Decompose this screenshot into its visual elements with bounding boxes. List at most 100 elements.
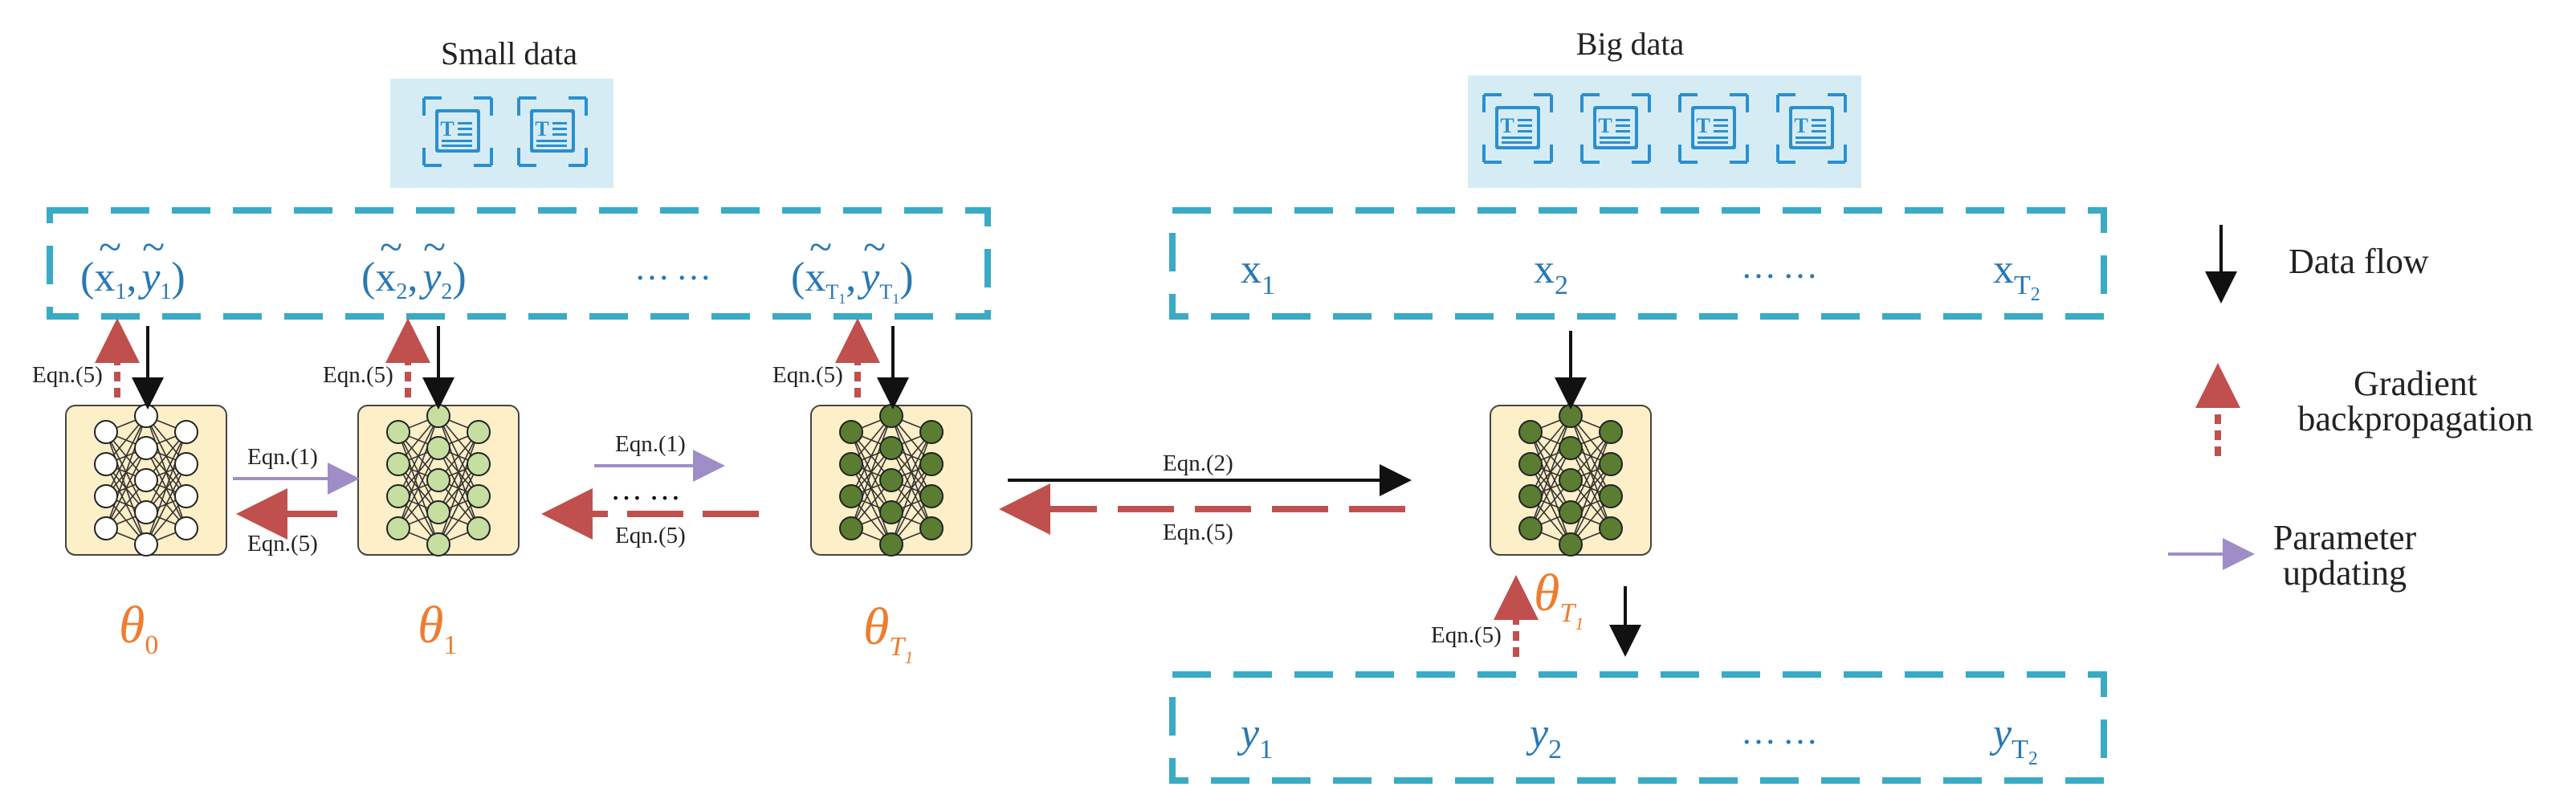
eqn-label: Eqn.(1): [615, 431, 686, 457]
big-data-input: x2: [1534, 247, 1568, 300]
eqn-label: Eqn.(5): [247, 531, 318, 556]
big-data-input-box: [1169, 207, 2107, 320]
small-data-pair: (x2,y2) ~ ~: [361, 225, 467, 304]
network-connection: [891, 463, 932, 545]
svg-text:~: ~: [809, 225, 832, 271]
network-connection: [145, 431, 187, 545]
svg-text:~: ~: [99, 225, 121, 271]
big-data-input: x1: [1241, 247, 1275, 300]
network-connection: [850, 415, 892, 529]
neuron: [1599, 484, 1623, 508]
big-data-input: xT2: [1993, 247, 2040, 305]
svg-text:(xT1,yT1): (xT1,yT1): [791, 255, 914, 307]
neuron: [134, 468, 158, 492]
network-connection: [1570, 431, 1612, 545]
neuron: [1559, 436, 1583, 460]
model-box-theta-t1: [810, 404, 972, 556]
svg-text:~: ~: [380, 225, 402, 271]
neuron: [1518, 420, 1543, 444]
model-box-theta-t1-target: [1490, 404, 1652, 556]
neuron: [174, 452, 198, 476]
neuron: [1559, 404, 1583, 428]
neuron: [134, 532, 158, 556]
legend-param-line2: updating: [2283, 553, 2407, 593]
svg-text:(x1,y1): (x1,y1): [80, 255, 185, 304]
neuron: [467, 420, 491, 444]
big-data-output: y2: [1526, 711, 1562, 764]
network-connection: [1570, 463, 1612, 545]
neuron: [839, 452, 863, 476]
eqn-label: Eqn.(5): [772, 362, 843, 388]
theta-label: θ1: [418, 596, 457, 660]
neuron: [134, 436, 158, 460]
neuron: [879, 532, 903, 556]
neuron: [94, 516, 118, 540]
neuron: [426, 436, 450, 460]
neuron: [467, 484, 491, 508]
middle-ellipsis: ……: [610, 471, 687, 507]
neuron: [426, 468, 450, 492]
neuron: [1518, 516, 1543, 540]
network-connection: [397, 415, 439, 529]
small-data-pair: (xT1,yT1) ~ ~: [791, 225, 914, 307]
neuron: [879, 404, 903, 428]
neuron: [94, 452, 118, 476]
svg-text:~: ~: [863, 225, 886, 271]
theta-label: θT1: [1534, 564, 1584, 634]
network-connection: [145, 463, 187, 545]
network-connection: [1570, 431, 1612, 513]
eqn-label: Eqn.(5): [1163, 520, 1233, 545]
network-connection: [438, 431, 479, 545]
eqn-label: Eqn.(5): [32, 362, 103, 388]
network-connection: [1530, 415, 1571, 497]
neuron: [174, 420, 198, 444]
eqn-label: Eqn.(5): [615, 523, 686, 548]
neuron: [839, 484, 863, 508]
network-connection: [891, 431, 932, 545]
network-connection: [397, 447, 439, 529]
svg-text:~: ~: [423, 225, 446, 271]
eqn-label: Eqn.(5): [1431, 622, 1502, 648]
legend-data-flow: Data flow: [2289, 242, 2429, 281]
neuron: [919, 452, 944, 476]
legend-param-line1: Parameter: [2273, 518, 2417, 557]
small-data-ellipsis: ……: [634, 248, 718, 287]
neuron: [94, 420, 118, 444]
model-box-theta-0: [65, 404, 227, 556]
neuron: [879, 468, 903, 492]
neuron: [919, 516, 944, 540]
neuron: [94, 484, 118, 508]
neuron: [1518, 452, 1543, 476]
network-connection: [105, 447, 147, 529]
small-data-title: Small data: [441, 35, 577, 71]
neuron: [919, 420, 944, 444]
eqn-label: Eqn.(1): [247, 444, 318, 470]
big-data-output: yT2: [1989, 711, 2038, 769]
network-connection: [105, 415, 147, 497]
neuron: [1599, 516, 1623, 540]
neuron: [426, 532, 450, 556]
network-connection: [1530, 447, 1571, 529]
legend-gradient-line1: Gradient: [2354, 364, 2477, 403]
neuron: [1599, 452, 1623, 476]
network-connection: [438, 431, 479, 513]
legend-gradient-line2: backpropagation: [2297, 399, 2533, 438]
model-box-theta-1: [357, 404, 520, 556]
neuron: [426, 404, 450, 428]
neuron: [879, 500, 903, 524]
neuron: [839, 516, 863, 540]
eqn-label: Eqn.(2): [1163, 450, 1233, 476]
neuron: [386, 484, 410, 508]
theta-label: θ0: [119, 596, 158, 660]
neuron: [1599, 420, 1623, 444]
network-connection: [850, 447, 892, 529]
theta-label: θT1: [863, 597, 913, 667]
neuron: [839, 420, 863, 444]
svg-text:(x2,y2): (x2,y2): [361, 255, 467, 304]
neuron: [467, 516, 491, 540]
big-data-input-ellipsis: ……: [1741, 247, 1824, 286]
neuron: [1559, 500, 1583, 524]
network-connection: [891, 431, 932, 513]
big-data-output: y1: [1237, 711, 1273, 764]
